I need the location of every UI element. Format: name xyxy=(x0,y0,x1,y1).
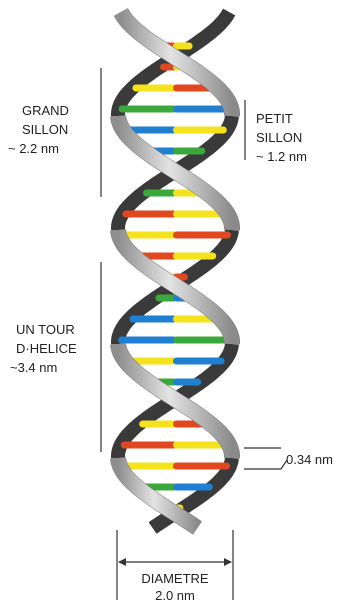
base-pair xyxy=(118,337,232,344)
base-right xyxy=(173,463,230,470)
base-right xyxy=(173,127,227,134)
base-rise-value: 0.34 nm xyxy=(286,450,333,469)
helix-turn-label: UN TOUR D·HELICE ~3.4 nm xyxy=(10,320,98,377)
minor-groove-line-2: SILLON xyxy=(256,128,344,147)
base-left xyxy=(143,190,177,197)
minor-groove-line-1: PETIT xyxy=(256,109,344,128)
base-rise-label: 0.34 nm xyxy=(286,450,333,469)
base-right xyxy=(173,148,205,155)
diameter-label: DIAMETRE 2.0 nm xyxy=(117,570,233,604)
major-groove-line-2: SILLON xyxy=(6,120,94,139)
base-right xyxy=(173,358,225,365)
base-pair xyxy=(123,127,227,134)
major-groove-label: GRAND SILLON ~ 2.2 nm xyxy=(6,101,94,158)
base-pair xyxy=(120,463,230,470)
diameter-arrowhead-left xyxy=(118,558,126,566)
base-left xyxy=(129,316,177,323)
major-groove-line-1: GRAND xyxy=(6,101,94,120)
base-pair xyxy=(122,211,227,218)
major-groove-size: ~ 2.2 nm xyxy=(6,139,94,158)
base-left xyxy=(122,211,177,218)
base-pair xyxy=(119,106,232,113)
base-right xyxy=(173,253,216,260)
base-right xyxy=(173,43,193,50)
base-left xyxy=(119,106,177,113)
base-right xyxy=(173,232,231,239)
helix-turn-line-2: D·HELICE xyxy=(10,339,98,358)
minor-groove-label: PETIT SILLON ~ 1.2 nm xyxy=(256,109,344,166)
minor-groove-size: ~ 1.2 nm xyxy=(256,147,344,166)
base-left xyxy=(139,421,177,428)
helix-turn-line-1: UN TOUR xyxy=(10,320,98,339)
base-left xyxy=(118,337,177,344)
helix-turn-size: ~3.4 nm xyxy=(10,358,98,377)
diameter-size: 2.0 nm xyxy=(117,587,233,604)
base-pair xyxy=(119,232,231,239)
base-right xyxy=(173,484,213,491)
diameter-arrowhead-right xyxy=(224,558,232,566)
base-pair xyxy=(125,358,224,365)
diameter-line-1: DIAMETRE xyxy=(117,570,233,587)
base-left xyxy=(132,85,177,92)
strand-a-front-segment xyxy=(118,230,232,344)
base-pair xyxy=(121,442,229,449)
base-right xyxy=(173,337,232,344)
base-left xyxy=(121,442,177,449)
base-right xyxy=(173,379,201,386)
